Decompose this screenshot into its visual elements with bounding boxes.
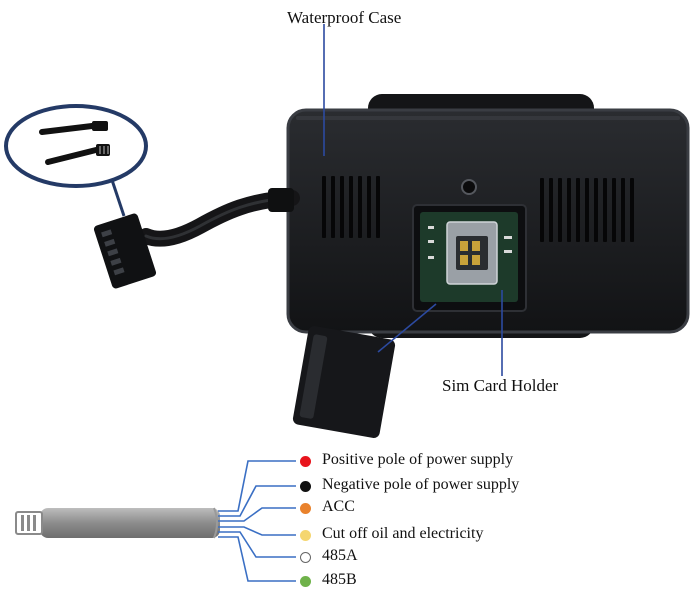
wire-label-acc: ACC	[322, 498, 355, 515]
cover-callout-line	[377, 303, 437, 353]
wire-label-cutoff: Cut off oil and electricity	[322, 525, 484, 542]
red-dot-icon	[300, 456, 311, 467]
wire-label-485a: 485A	[322, 547, 358, 564]
wire-label-485b: 485B	[322, 571, 357, 588]
connector-zoom-ellipse	[4, 104, 148, 188]
vent-right	[540, 178, 634, 242]
yellow-dot-icon	[300, 530, 311, 541]
screw	[461, 179, 477, 195]
connector-plug	[93, 213, 157, 289]
green-dot-icon	[300, 576, 311, 587]
vent-left	[322, 176, 380, 238]
sim-card-holder-label: Sim Card Holder	[442, 376, 559, 395]
mini-connectors	[39, 121, 110, 165]
wire-label-positive: Positive pole of power supply	[322, 451, 514, 468]
wire-fanout-lines	[218, 460, 296, 582]
black-dot-icon	[300, 481, 311, 492]
waterproof-case-label: Waterproof Case	[287, 8, 402, 27]
white-dot-icon	[300, 552, 311, 563]
orange-dot-icon	[300, 503, 311, 514]
wire-label-negative: Negative pole of power supply	[322, 476, 520, 493]
wire-harness-cable	[40, 508, 220, 538]
